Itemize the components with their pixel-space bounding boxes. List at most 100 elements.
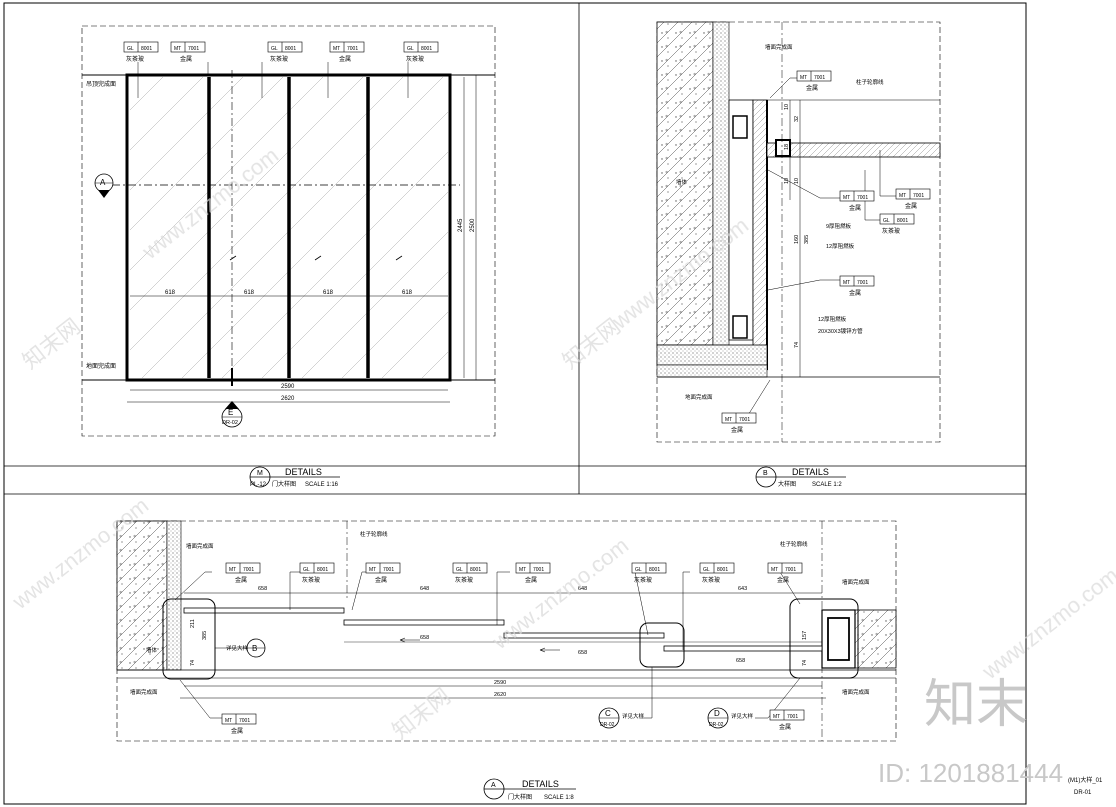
svg-text:7001: 7001: [913, 193, 924, 199]
svg-text:PL-12: PL-12: [250, 482, 267, 488]
svg-text:7001: 7001: [239, 718, 250, 724]
svg-text:MT: MT: [899, 193, 906, 199]
svg-text:金属: 金属: [777, 576, 789, 584]
svg-text:10: 10: [794, 178, 800, 184]
mat-code: GL: [271, 46, 278, 52]
svg-text:7001: 7001: [739, 417, 750, 423]
mat-num: 7001: [347, 46, 358, 52]
dim-panel-3: 618: [323, 290, 334, 296]
svg-text:74: 74: [794, 342, 800, 348]
svg-text:知末网: 知末网: [558, 314, 625, 374]
column-line-label: 柱子轮廓线: [360, 530, 388, 538]
door-elevation: [81, 25, 496, 437]
svg-text:MT: MT: [843, 280, 850, 286]
floor-finish-label: 地面完成面: [86, 362, 116, 370]
svg-text:MT: MT: [369, 567, 376, 573]
sheet-border: [3, 2, 1027, 805]
elev-annotations: 吊顶完成面 地面完成面 618 618 618 618 2590 2620 24…: [86, 80, 476, 426]
svg-text:GL: GL: [703, 567, 710, 573]
svg-text:知末网: 知末网: [18, 314, 85, 374]
board-9-label: 9厚阻燃板: [826, 222, 852, 230]
title-details: DETAILS: [792, 467, 829, 477]
svg-text:金属: 金属: [849, 289, 861, 297]
title-block-m: M PL-12 DETAILS 门大样图 SCALE 1:16: [249, 466, 340, 488]
section-marker-a: A: [100, 178, 106, 187]
svg-text:MT: MT: [725, 417, 732, 423]
svg-text:GL: GL: [883, 218, 890, 224]
dim-inner-width: 2590: [281, 384, 295, 390]
mat-name: 灰茶玻: [270, 55, 288, 63]
svg-text:7001: 7001: [814, 75, 825, 81]
svg-text:SCALE 1:16: SCALE 1:16: [305, 482, 339, 488]
svg-text:7001: 7001: [857, 280, 868, 286]
svg-text:643: 643: [738, 586, 747, 592]
svg-text:MT: MT: [843, 195, 850, 201]
sect-annotations: 墙面完成面 柱子轮廓线 墙体 9厚阻燃板 12厚阻燃板 12厚阻燃板 20X30…: [676, 43, 884, 401]
mat-num: 8001: [421, 46, 432, 52]
svg-text:灰茶玻: 灰茶玻: [882, 227, 900, 235]
svg-text:658: 658: [736, 658, 745, 664]
svg-text:SCALE 1:2: SCALE 1:2: [812, 482, 842, 488]
mat-num: 7001: [188, 46, 199, 52]
svg-text:385: 385: [804, 235, 810, 244]
svg-text:金属: 金属: [235, 576, 247, 584]
wall-finish-label: 墙面完成面: [130, 688, 158, 696]
svg-text:灰茶玻: 灰茶玻: [302, 576, 320, 584]
dim-outer-height: 2500: [470, 218, 476, 232]
svg-text:7001: 7001: [243, 567, 254, 573]
wall-finish-label: 墙面完成面: [842, 578, 870, 586]
svg-text:2620: 2620: [494, 692, 506, 698]
watermark-brand: 知末: [924, 676, 1028, 734]
svg-text:MT: MT: [229, 567, 236, 573]
svg-text:385: 385: [202, 631, 208, 640]
mat-code: GL: [407, 46, 414, 52]
svg-text:74: 74: [190, 660, 196, 666]
mat-num: 8001: [141, 46, 152, 52]
wall-body-label: 墙体: [676, 178, 688, 186]
svg-text:658: 658: [578, 650, 587, 656]
plan-annotations: 墙面完成面 柱子轮廓线 柱子轮廓线 墙面完成面 墙面完成面 墙面完成面 墙体 详…: [130, 530, 870, 728]
svg-text:GL: GL: [456, 567, 463, 573]
mat-name: 灰茶玻: [126, 55, 144, 63]
dim-panel-4: 618: [402, 290, 413, 296]
dim-outer-width: 2620: [281, 396, 295, 402]
svg-text:GL: GL: [635, 567, 642, 573]
sect-material-tags: MT 7001 金属 MT 7001 金属 MT 7001 金属 GL 8001…: [721, 70, 931, 434]
svg-text:灰茶玻: 灰茶玻: [455, 576, 473, 584]
svg-text:648: 648: [578, 586, 587, 592]
svg-text:GL: GL: [303, 567, 310, 573]
dim-panel-1: 618: [165, 290, 176, 296]
svg-text:金属: 金属: [905, 202, 917, 210]
svg-text:金属: 金属: [849, 204, 861, 212]
svg-text:A: A: [491, 782, 496, 789]
svg-text:658: 658: [420, 635, 429, 641]
mat-name: 灰茶玻: [406, 55, 424, 63]
svg-text:门大样图: 门大样图: [272, 480, 296, 488]
watermark-id: ID: 1201881444: [878, 758, 1063, 788]
board-12b-label: 12厚阻燃板: [818, 315, 847, 323]
plan-section-a: [116, 520, 897, 742]
svg-text:门大样图: 门大样图: [508, 793, 532, 801]
svg-text:金属: 金属: [806, 84, 818, 92]
mat-name: 金属: [180, 55, 192, 63]
see-detail-label: 详见大样: [622, 712, 645, 720]
svg-text:MT: MT: [800, 75, 807, 81]
svg-text:金属: 金属: [375, 576, 387, 584]
steel-tube-label: 20X30X3镀锌方管: [818, 327, 863, 335]
svg-text:8001: 8001: [717, 567, 728, 573]
elev-marker-sheet: DR-02: [222, 420, 238, 426]
mat-name: 金属: [339, 55, 351, 63]
svg-text:211: 211: [190, 619, 196, 628]
svg-text:SCALE 1:8: SCALE 1:8: [544, 795, 574, 801]
callout-c: C: [605, 709, 611, 718]
see-detail-label: 详见大样: [226, 644, 249, 652]
svg-text:金属: 金属: [525, 576, 537, 584]
callout-b: B: [252, 644, 257, 653]
section-detail-b: [656, 21, 941, 443]
svg-text:7001: 7001: [785, 567, 796, 573]
svg-text:160: 160: [794, 235, 800, 244]
svg-text:MT: MT: [773, 714, 780, 720]
elev-material-tags: GL 8001 灰茶玻 MT 7001 金属 GL 8001 灰茶玻 MT 70…: [123, 41, 439, 63]
svg-text:7001: 7001: [533, 567, 544, 573]
